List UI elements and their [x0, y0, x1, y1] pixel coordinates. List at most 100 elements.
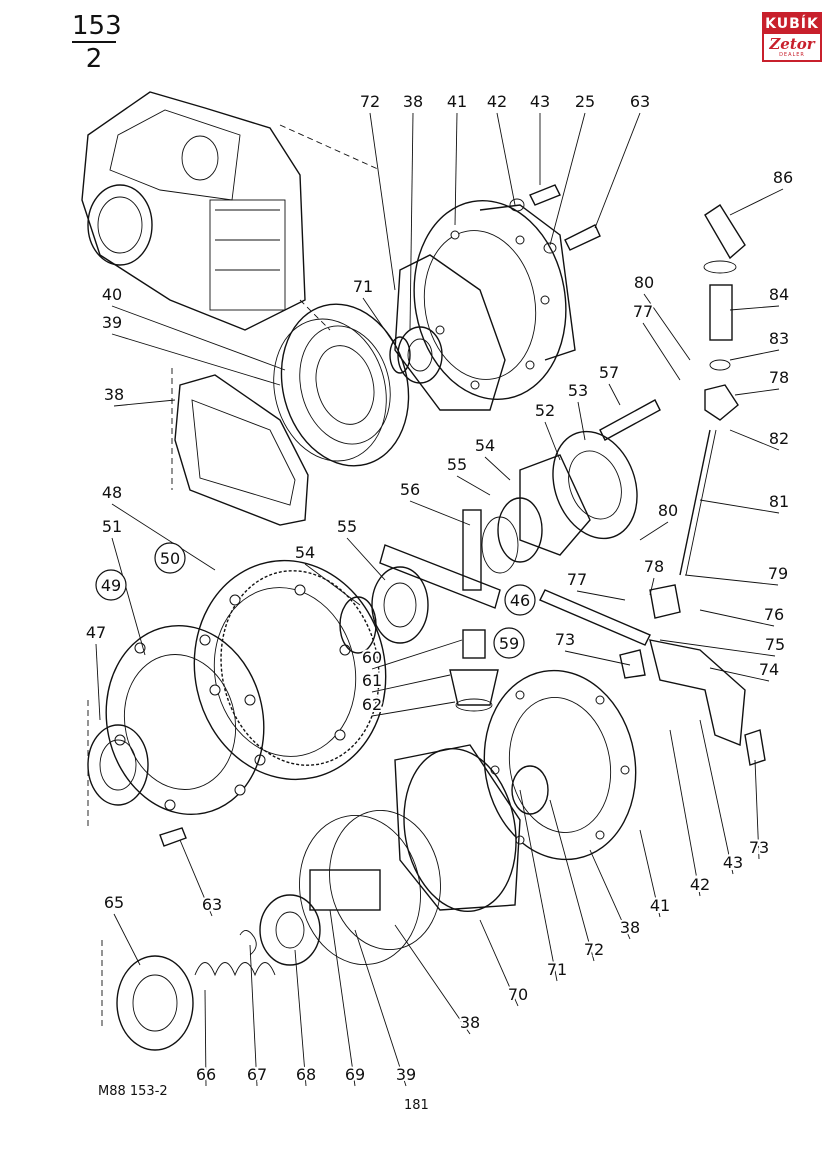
callout-leader — [729, 188, 784, 216]
callout-leader — [329, 909, 356, 1087]
callout-leader — [729, 305, 780, 311]
callout-leader — [639, 829, 661, 918]
page-footer-number: 181 — [404, 1098, 429, 1113]
differential-carrier — [481, 399, 661, 574]
callout-leader — [371, 674, 451, 693]
circled-callout-label: 59 — [499, 634, 519, 653]
callout-leader — [642, 322, 681, 381]
callout-label: 73 — [555, 630, 575, 649]
callout-leader — [111, 305, 286, 371]
callout-leader — [699, 719, 734, 875]
callout-leader — [111, 537, 146, 656]
spring-66-67 — [194, 930, 276, 977]
callout-label: 52 — [535, 401, 555, 420]
callout-leader — [179, 839, 213, 917]
callout-leader — [484, 456, 511, 481]
callout-label: 60 — [362, 648, 382, 667]
callout-leader — [684, 574, 779, 586]
callout-label: 67 — [247, 1065, 267, 1084]
callout-label: 41 — [650, 896, 670, 915]
callout-label: 77 — [567, 570, 587, 589]
gearbox-housing — [81, 91, 381, 331]
callout-label: 83 — [769, 329, 789, 348]
callout-leader — [456, 475, 491, 496]
callout-leader — [729, 349, 780, 361]
callout-leader — [369, 112, 396, 291]
callout-label: 41 — [447, 92, 467, 111]
circled-callout-ring — [95, 569, 127, 601]
callout-leader — [454, 112, 458, 226]
callout-label: 63 — [202, 895, 222, 914]
circled-callout-ring — [154, 542, 186, 574]
bolt-63-bottom — [159, 827, 187, 847]
callout-leader — [699, 499, 780, 514]
callout-label: 38 — [403, 92, 423, 111]
callout-leader — [649, 577, 655, 596]
callout-leader — [496, 112, 516, 206]
callout-label: 43 — [723, 853, 743, 872]
callout-leader — [111, 333, 281, 386]
callout-leader — [643, 293, 691, 361]
shift-lever-assembly — [679, 204, 746, 576]
callout-label: 78 — [769, 368, 789, 387]
callout-leader — [362, 297, 396, 346]
callout-label: 40 — [102, 285, 122, 304]
callout-label: 42 — [487, 92, 507, 111]
page-number-top: 153 — [72, 11, 122, 41]
callout-label: 39 — [102, 313, 122, 332]
callout-label: 82 — [769, 429, 789, 448]
callout-leader — [346, 537, 386, 581]
callout-leader — [709, 667, 770, 682]
callout-label: 70 — [508, 985, 528, 1004]
callout-leader — [371, 639, 463, 670]
drawing-code: M88 153-2 — [98, 1084, 168, 1099]
callout-leader — [594, 112, 641, 229]
circled-callout-label: 46 — [510, 591, 530, 610]
callout-label: 53 — [568, 381, 588, 400]
callout-leader — [304, 563, 361, 606]
logo-tagline: DEALER — [779, 52, 805, 58]
callout-leader — [113, 399, 176, 407]
callout-label: 56 — [400, 480, 420, 499]
callout-leader — [479, 919, 519, 1007]
callout-leader — [589, 849, 631, 940]
crown-gear-48 — [193, 559, 387, 781]
callout-label: 61 — [362, 671, 382, 690]
circled-callout-ring — [493, 627, 525, 659]
callout-leader — [659, 639, 776, 657]
callout-leader — [669, 729, 701, 897]
callout-label: 73 — [749, 838, 769, 857]
callout-label: 55 — [447, 455, 467, 474]
callout-label: 68 — [296, 1065, 316, 1084]
callout-label: 84 — [769, 285, 789, 304]
callout-label: 75 — [765, 635, 785, 654]
callout-leader — [409, 112, 414, 331]
callout-label: 65 — [104, 893, 124, 912]
callout-label: 54 — [475, 436, 495, 455]
final-drive-housing-70 — [299, 744, 521, 966]
callout-label: 57 — [599, 363, 619, 382]
callout-label: 38 — [460, 1013, 480, 1032]
callout-label: 47 — [86, 623, 106, 642]
cross-shaft-56 — [379, 509, 501, 609]
circled-callout-ring — [504, 584, 536, 616]
callout-leader — [577, 401, 586, 441]
gasket-38-left — [171, 368, 309, 526]
bearing-65 — [101, 940, 194, 1051]
callout-leader — [576, 590, 626, 601]
callout-label: 38 — [620, 918, 640, 937]
callout-leader — [729, 429, 780, 451]
callout-leader — [409, 500, 471, 526]
callout-label: 48 — [102, 483, 122, 502]
callout-label: 42 — [690, 875, 710, 894]
callout-leader — [754, 759, 760, 860]
page-number: 153 2 — [72, 11, 122, 74]
callout-label: 51 — [102, 517, 122, 536]
callout-label: 54 — [295, 543, 315, 562]
callout-leader — [394, 924, 471, 1035]
callout-label: 81 — [769, 492, 789, 511]
page-number-bottom: 2 — [85, 44, 103, 74]
